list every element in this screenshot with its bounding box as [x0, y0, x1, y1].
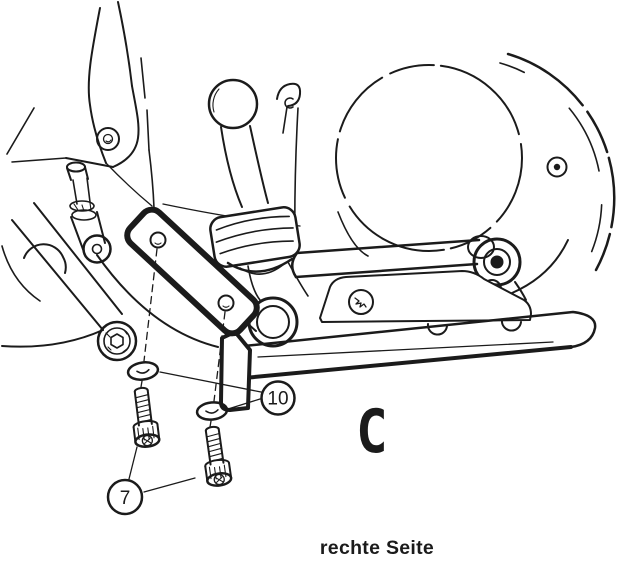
washer-1 [125, 359, 161, 383]
clutch-cover-circle [335, 64, 523, 252]
cover-bolt-head [546, 156, 568, 178]
torque-arm-and-hub [1, 202, 219, 362]
socket-bolt-2 [198, 424, 234, 489]
washer-2 [194, 399, 230, 423]
bracket-hole-lower [217, 294, 235, 312]
engine-cover [335, 52, 616, 294]
swingarm-assembly [242, 235, 597, 380]
footpeg-bracket-plate [319, 270, 532, 323]
callout-washers: 10 [260, 380, 296, 416]
pedal-knob [207, 78, 259, 130]
callout-10-label: 10 [267, 389, 288, 410]
brake-pedal [207, 78, 309, 301]
shock-eyelet [82, 234, 112, 264]
wheel-hub-arc [23, 243, 67, 274]
callout-bolts: 7 [106, 478, 144, 516]
socket-bolt-1 [127, 385, 162, 450]
frame-rear-section [6, 1, 155, 209]
return-spring-hook [276, 82, 302, 107]
guard-rail-tube [242, 310, 597, 349]
caption: rechte Seite [320, 537, 434, 559]
ring-nut [96, 320, 138, 362]
leader-lines [128, 248, 262, 493]
shock-absorber [66, 161, 112, 264]
bracket-flange [219, 329, 252, 412]
part-letter: C [356, 398, 388, 467]
callout-7-label: 7 [120, 488, 131, 509]
bracket-bolt-rosette [348, 289, 374, 315]
mounting-bracket-part-c [124, 206, 260, 412]
bracket-hole-upper [149, 231, 167, 249]
pedal-rubber-pad [209, 206, 301, 268]
hardware [125, 359, 234, 489]
frame-bolt-head [96, 127, 120, 151]
